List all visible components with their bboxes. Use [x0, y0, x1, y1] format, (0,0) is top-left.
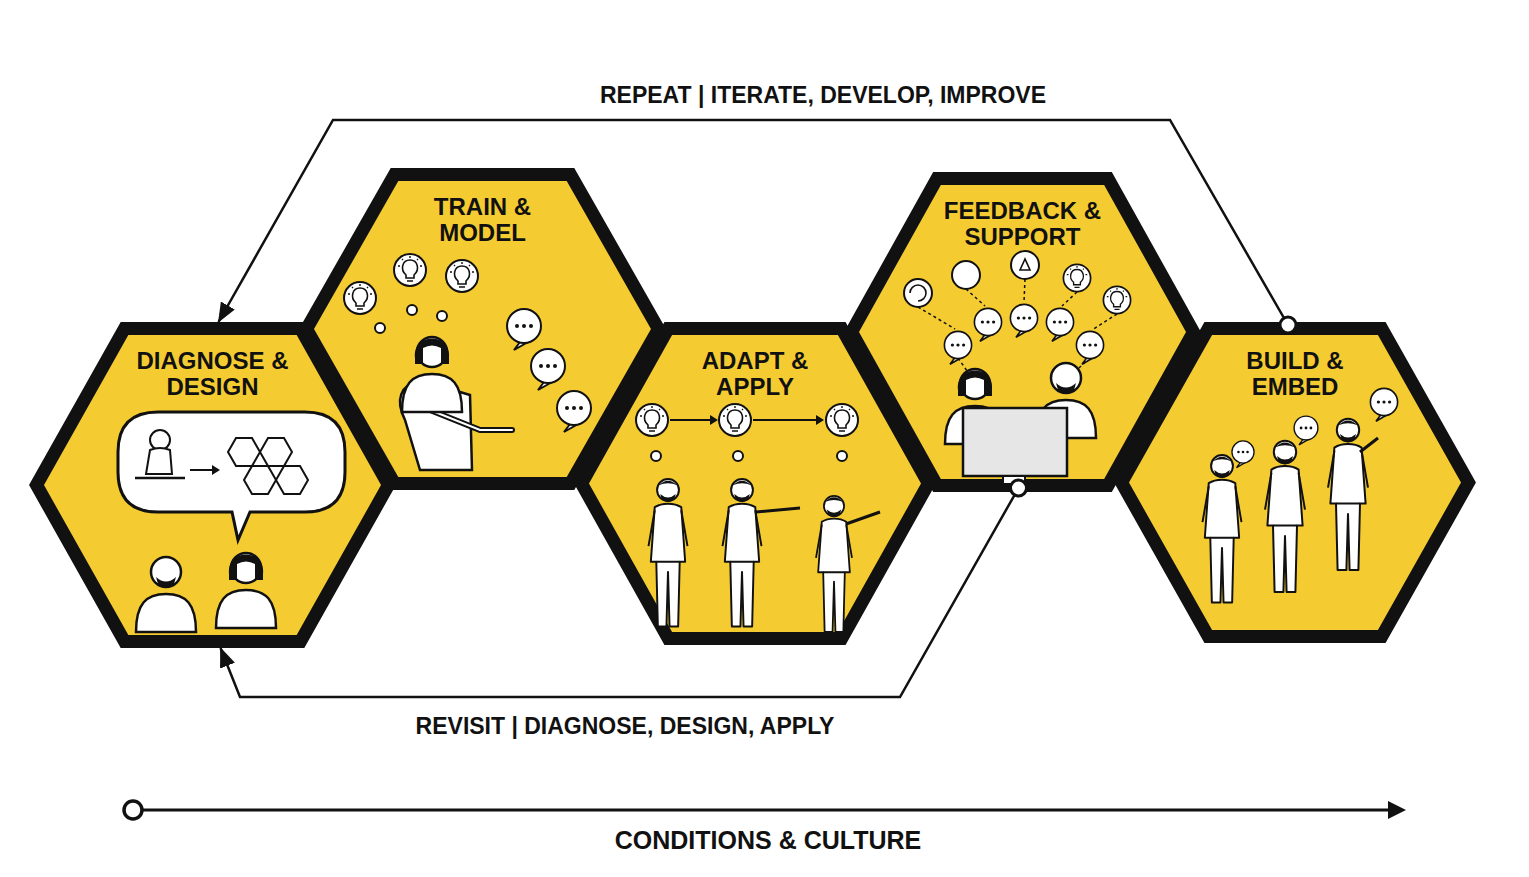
connector-start-dot — [1280, 317, 1296, 333]
feedback-loop-arrow — [219, 120, 1289, 325]
diagnose-illustration — [118, 412, 345, 632]
train-illustration — [344, 254, 591, 470]
axis-label: CONDITIONS & CULTURE — [615, 826, 921, 855]
build-illustration — [1203, 388, 1398, 602]
stage-title: BUILD & EMBED — [1207, 348, 1383, 400]
feedback-illustration — [904, 251, 1131, 484]
loop-label: REVISIT | DIAGNOSE, DESIGN, APPLY — [412, 713, 839, 740]
stage-title: DIAGNOSE & DESIGN — [125, 348, 301, 400]
stage-title: TRAIN & MODEL — [395, 194, 571, 246]
hexagon-stage: BUILD & EMBED — [1115, 322, 1475, 643]
stage-title: ADAPT & APPLY — [667, 348, 843, 400]
timeline-arrow — [124, 801, 1406, 819]
feedback-loop-arrow — [221, 488, 1019, 697]
connector-start-dot — [1011, 480, 1027, 496]
loop-label: REPEAT | ITERATE, DEVELOP, IMPROVE — [596, 82, 1050, 109]
hexagon-shape — [1122, 329, 1469, 637]
stage-title: FEEDBACK & SUPPORT — [935, 198, 1111, 250]
adapt-illustration — [636, 404, 880, 632]
